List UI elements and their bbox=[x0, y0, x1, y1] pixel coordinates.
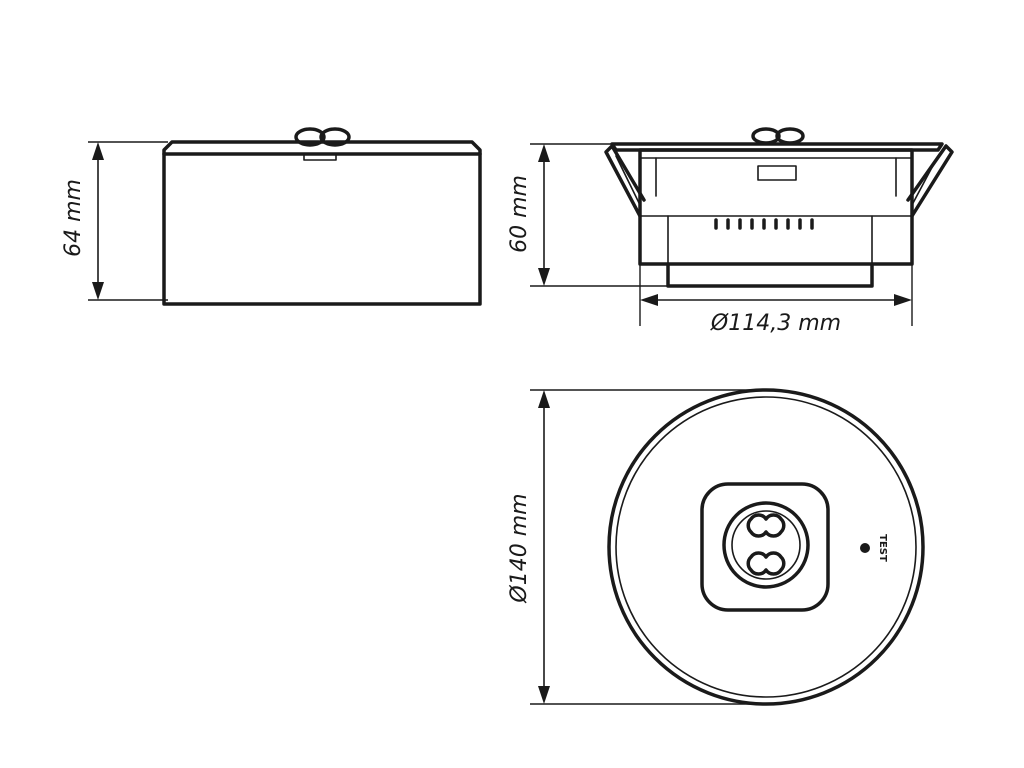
sensor-housing-top bbox=[700, 482, 830, 612]
recessed-housing bbox=[638, 148, 914, 266]
housing-outline bbox=[162, 140, 482, 306]
cutout-diameter-label: Ø114,3 mm bbox=[710, 311, 841, 336]
height-label-60: 60 mm bbox=[507, 175, 532, 253]
top-view: TEST Ø140 mm bbox=[507, 388, 925, 706]
housing-slot bbox=[303, 153, 337, 161]
lens-ring-outer bbox=[722, 501, 810, 589]
inner-rim bbox=[615, 396, 917, 698]
height-label-64: 64 mm bbox=[61, 179, 86, 257]
outer-rim bbox=[607, 388, 925, 706]
dimension-outer-diameter bbox=[530, 389, 766, 705]
sensor-lens-upper bbox=[746, 513, 786, 538]
sensor-lens-top-2 bbox=[751, 127, 805, 145]
lens-ring-inner bbox=[731, 510, 801, 580]
sensor-lens-top bbox=[294, 127, 351, 147]
dimension-height-60 bbox=[530, 143, 668, 287]
spring-clip-right bbox=[906, 144, 954, 218]
dimension-cutout-diameter bbox=[639, 264, 913, 326]
spring-clip-left bbox=[604, 144, 646, 218]
test-label: TEST bbox=[877, 534, 888, 562]
vent-slots bbox=[714, 218, 814, 230]
outer-diameter-label: Ø140 mm bbox=[507, 493, 532, 603]
recessed-base bbox=[666, 262, 874, 288]
side-view-recessed: 60 mm Ø114,3 mm bbox=[507, 127, 954, 336]
sensor-lens-lower bbox=[746, 551, 786, 576]
test-indicator-dot bbox=[860, 543, 870, 553]
side-view-surface: 64 mm bbox=[61, 127, 482, 306]
dimension-height-64 bbox=[88, 141, 168, 301]
recessed-label-plate bbox=[757, 165, 797, 181]
